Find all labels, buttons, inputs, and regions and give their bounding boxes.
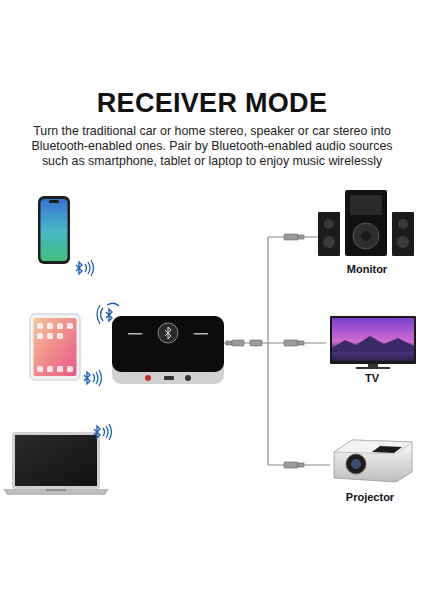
laptop [3, 432, 109, 495]
tv-landscape [332, 336, 414, 352]
laptop-lid [12, 432, 100, 489]
subwoofer [345, 190, 387, 256]
projector-panel [372, 446, 402, 453]
woofer-cone [353, 223, 379, 249]
bluetooth-rune [106, 309, 112, 321]
audio-port [145, 375, 151, 381]
indicator-line [194, 333, 208, 335]
speaker-cone [398, 219, 408, 229]
jack-plugs [226, 234, 304, 468]
jack-plug [250, 340, 262, 346]
device-label: Projector [346, 491, 394, 503]
tablet-body [30, 314, 80, 380]
signal-arc [88, 262, 90, 274]
jack-plug [298, 341, 304, 345]
bluetooth-rune [84, 372, 90, 384]
display-panel [350, 195, 382, 215]
bluetooth-receiver [112, 316, 224, 384]
jack-plug [284, 234, 298, 240]
speaker-cone [397, 236, 409, 248]
bluetooth-icon [84, 370, 102, 386]
projector-body [334, 440, 412, 482]
laptop-screen [15, 435, 97, 486]
app-icons [37, 323, 73, 372]
tablet-screen [34, 318, 77, 376]
smartphone [38, 196, 70, 264]
phone-notch [49, 200, 59, 203]
receiver-top [112, 316, 224, 372]
signal-arc [101, 308, 104, 321]
diagram-title: RECEIVER MODE [0, 88, 424, 119]
signal-arc [93, 374, 95, 382]
jack-plug [298, 463, 304, 467]
signal-arc [91, 260, 94, 276]
speaker-system [318, 190, 414, 256]
jack-plug [298, 235, 304, 239]
signal-arc [103, 428, 105, 436]
satellite-speaker [318, 212, 340, 256]
phone-screen [41, 199, 68, 261]
projector-lens [346, 454, 366, 474]
bluetooth-rune [76, 262, 82, 274]
laptop-notch [46, 489, 66, 491]
jack-plug [226, 341, 232, 345]
signal-arc [107, 303, 119, 306]
projector [334, 440, 412, 482]
projector-glass [351, 459, 361, 469]
jack-plug [284, 462, 298, 468]
cable [267, 237, 268, 465]
signal-arc [85, 264, 87, 272]
bluetooth-rune [165, 327, 171, 339]
jack-plug [232, 340, 244, 346]
indicator-line [128, 333, 142, 335]
signal-arc [109, 424, 112, 440]
tv-screen [332, 318, 414, 361]
audio-port [185, 375, 191, 381]
phone-body [38, 196, 70, 264]
signal-arc [106, 426, 108, 438]
audio-cables [224, 237, 330, 465]
speaker-cone [324, 219, 334, 229]
bluetooth-icon [94, 424, 112, 440]
tv-stand [356, 367, 390, 369]
woofer-center [361, 231, 371, 241]
device-node: Monitor [317, 186, 417, 275]
tv-stand [368, 364, 378, 367]
bluetooth-icon [76, 260, 94, 276]
jack-plug [284, 340, 298, 346]
tv-frame [330, 316, 416, 364]
signal-arc [97, 305, 100, 324]
satellite-speaker [392, 212, 414, 256]
bluetooth-rune [94, 426, 100, 438]
device-label: TV [365, 372, 379, 384]
diagram-caption: Turn the traditional car or home stereo,… [20, 124, 404, 169]
signal-arc [99, 370, 102, 386]
signal-arc [96, 372, 98, 384]
projector-top [334, 440, 412, 454]
device-node: TV [322, 312, 422, 384]
device-label: Monitor [347, 263, 387, 275]
pair-button [158, 323, 178, 343]
laptop-base [3, 489, 109, 495]
tablet [30, 314, 80, 380]
television [330, 316, 416, 369]
usb-port [164, 376, 174, 380]
device-node: Projector [320, 438, 420, 503]
speaker-cone [323, 236, 335, 248]
